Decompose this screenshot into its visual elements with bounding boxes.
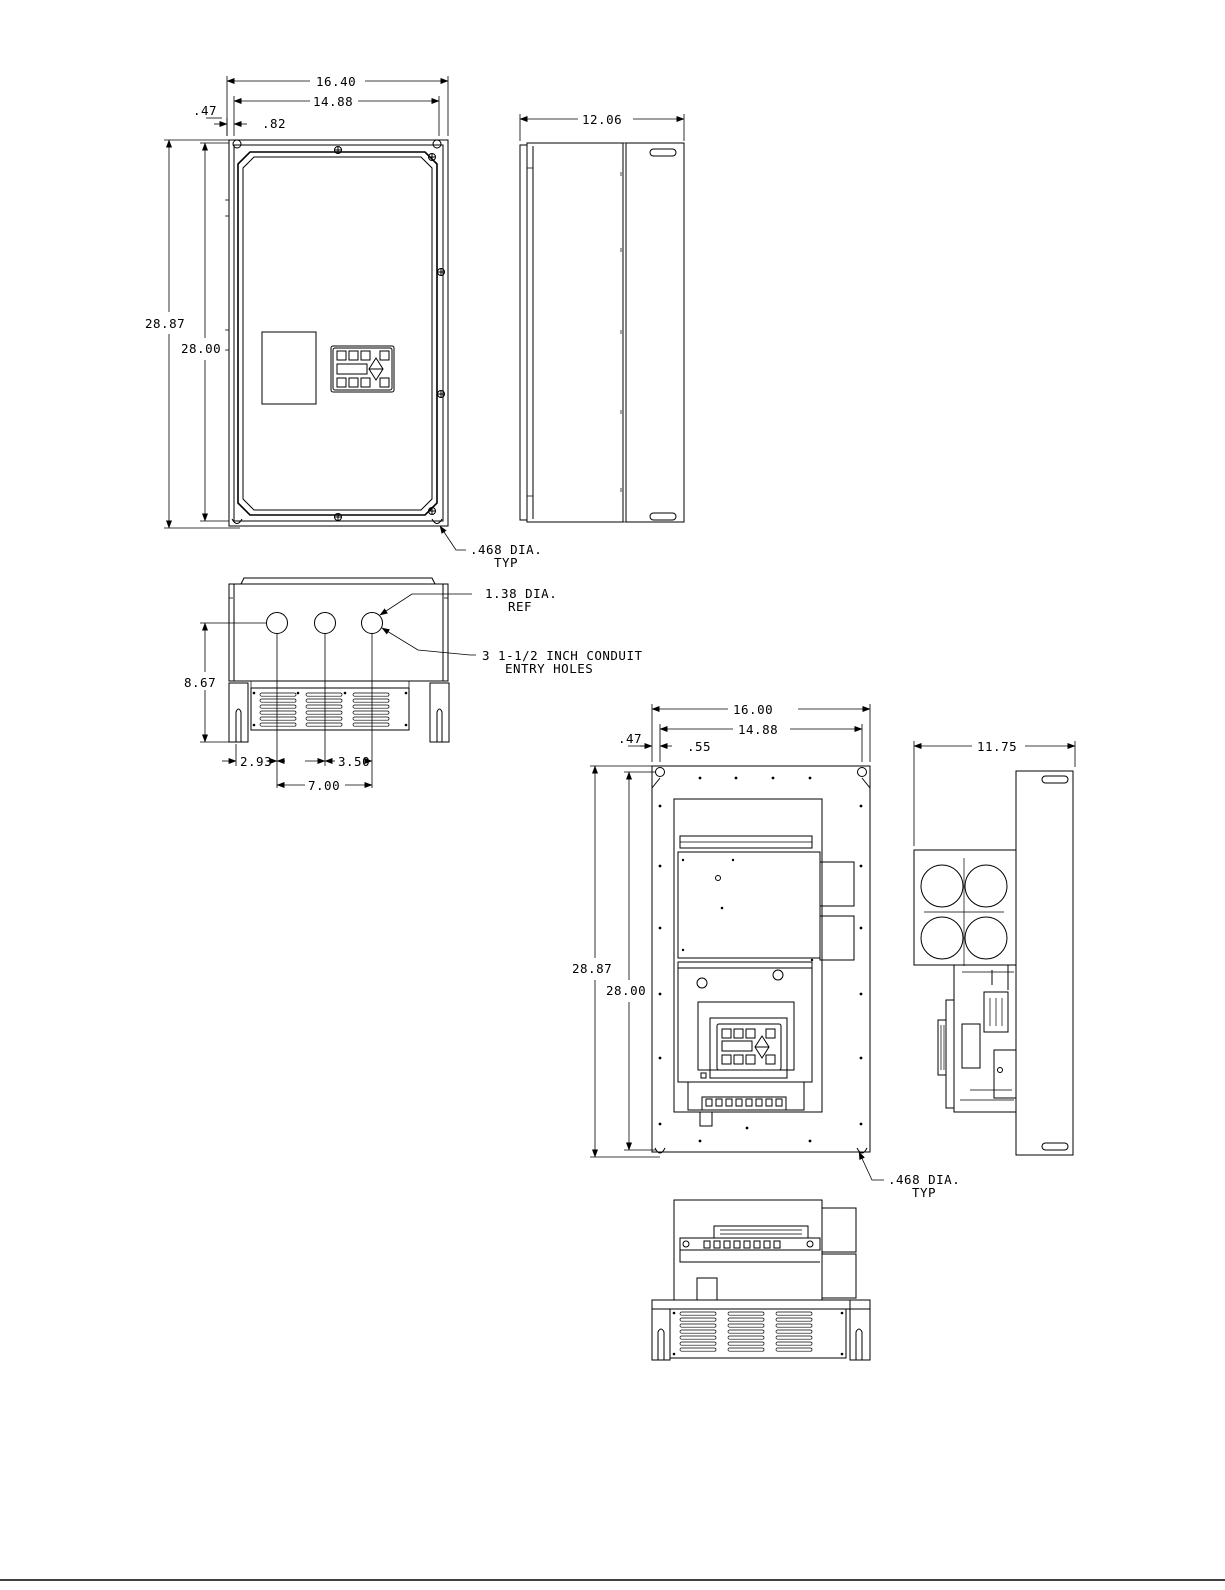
top-conduit-entry: ENTRY HOLES: [505, 661, 593, 676]
bottom-hole-height: 28.00: [606, 983, 646, 998]
bottom-mount-hole-typ: TYP: [912, 1185, 936, 1200]
bottom-hole-width: 14.88: [738, 722, 778, 737]
bottom-side-depth: 11.75: [977, 739, 1017, 754]
top-overall-width: 16.40: [316, 74, 356, 89]
top-left-offset: .47: [193, 103, 217, 118]
top-overall-height: 28.87: [145, 316, 185, 331]
top-side-view: [520, 143, 684, 522]
top-hole-height: 28.00: [181, 341, 221, 356]
bottom-left-offset: .47: [618, 731, 642, 746]
top-spacing-c: 7.00: [308, 778, 340, 793]
top-spacing-a: 2.93: [240, 754, 272, 769]
bottom-bottom-view: [652, 1200, 870, 1360]
top-hole-dia-ref: REF: [508, 599, 532, 614]
bottom-overall-width: 16.00: [733, 702, 773, 717]
top-mount-hole-typ: TYP: [494, 555, 518, 570]
top-hole-width: 14.88: [313, 94, 353, 109]
bottom-inner-offset: .55: [687, 739, 711, 754]
top-front-dimensions: [164, 76, 466, 550]
top-bottom-view: [229, 578, 449, 742]
top-spacing-b: 3.50: [338, 754, 370, 769]
top-side-depth: 12.06: [582, 112, 622, 127]
bottom-front-view: [652, 766, 870, 1153]
bottom-side-dimensions: [914, 741, 1075, 846]
bottom-side-view: [914, 771, 1073, 1155]
top-front-view: [225, 140, 448, 526]
bottom-front-dimensions: [590, 704, 884, 1180]
bottom-overall-height: 28.87: [572, 961, 612, 976]
top-bottom-height: 8.67: [184, 675, 216, 690]
top-inner-offset: .82: [262, 116, 286, 131]
